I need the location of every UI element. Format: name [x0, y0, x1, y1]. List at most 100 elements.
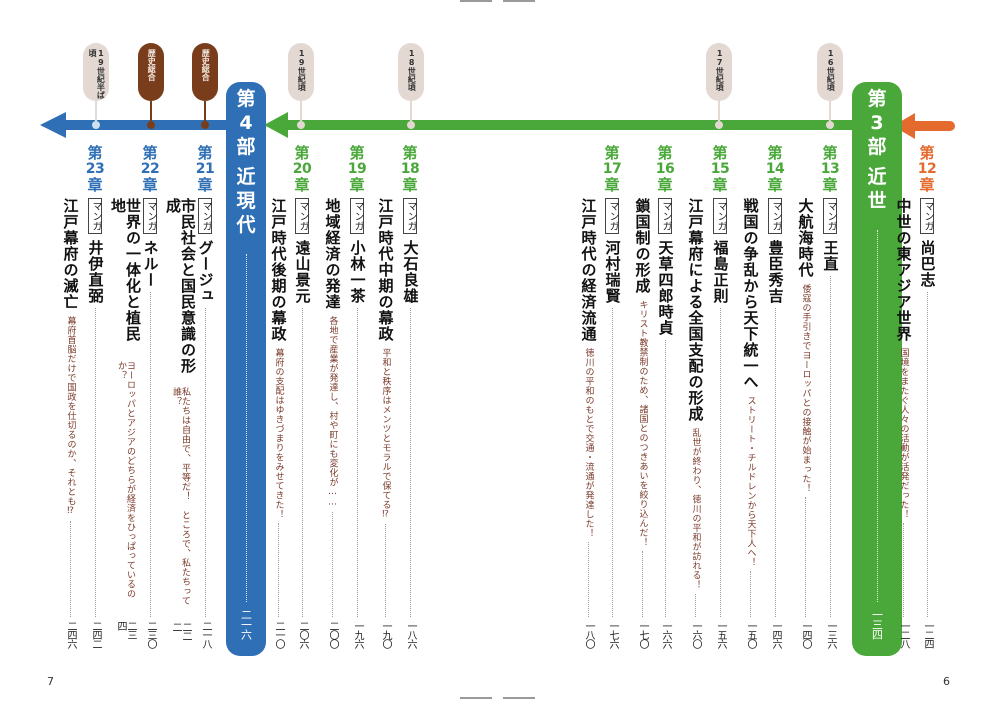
chapter-subtitle: 私たちは自由で、平等だ！ ところで、私たちって誰？ — [171, 387, 190, 606]
chapter-16-title[interactable]: 鎖国制の形成 キリスト教禁制のため、諸国とのつきあいを絞り込んだ！ 一七〇 — [631, 198, 653, 648]
chapter-subtitle: 平和と秩序はメンツとモラルで保てる⁉ — [380, 348, 391, 520]
chapter-17-manga[interactable]: マンガ 河村瑞賢 一七六 — [601, 198, 623, 648]
chapter-13-manga[interactable]: マンガ 王直 一三六 — [819, 198, 841, 648]
page-number: 一八六 — [405, 621, 416, 648]
chapter-subtitle: 各地で産業が発達し、村や町にも変化が…… — [327, 316, 338, 508]
chapter-title: 江戸時代の経済流通 — [579, 198, 598, 342]
dotted-leader — [641, 551, 643, 617]
bubble-stem — [718, 101, 720, 121]
manga-name: 井伊直弼 — [86, 240, 105, 304]
chapter-subtitle: ストリート・チルドレンから天下人へ！ — [745, 396, 756, 567]
chapter-14-title[interactable]: 戦国の争乱から天下統一へ ストリート・チルドレンから天下人へ！ 一五〇 — [739, 198, 761, 648]
manga-badge: マンガ — [403, 198, 417, 234]
chapter-12-title[interactable]: 中世の東アジア世界 国境をまたぐ人々の活動が活発だった！ 一二八 — [892, 198, 914, 648]
bubble-stem — [829, 101, 831, 121]
page-number: 二三〇 — [145, 621, 156, 648]
chapter-subtitle: 徳川の平和のもとで交通・流通が発達した！ — [583, 348, 594, 538]
chapter-21-manga[interactable]: マンガ グージュ 二一八 — [194, 198, 216, 648]
bubble-dot — [92, 121, 100, 129]
era-bubble-18c: 18世紀頃 — [398, 43, 424, 101]
chapter-12-manga[interactable]: マンガ 尚巴志 一二四 — [916, 198, 938, 648]
part4-bar[interactable]: 第 4 部 近 現 代 二一六 — [226, 82, 266, 656]
manga-name: 小林一茶 — [348, 240, 367, 304]
part3-leader — [877, 230, 878, 602]
page-number: 二一〇 — [273, 621, 284, 648]
dotted-leader — [356, 308, 358, 617]
chapter-19-title[interactable]: 地域経済の発達 各地で産業が発達し、村や町にも変化が…… 二〇〇 — [321, 198, 343, 648]
dotted-leader — [69, 520, 71, 617]
chapter-subtitle: ヨーロッパとアジアのどちらが経済をひっぱっているのか？ — [116, 361, 135, 599]
dotted-leader — [774, 308, 776, 617]
dotted-leader — [331, 512, 333, 617]
era-bubble-19c: 19世紀頃 — [288, 43, 314, 101]
chapter-title: 江戸幕府の滅亡 — [61, 198, 80, 310]
chapter-title: 世界の一体化と植民地 — [109, 198, 142, 342]
page-number: 一六六 — [660, 621, 671, 648]
chapter-15-manga[interactable]: マンガ 福島正則 一五六 — [709, 198, 731, 648]
era-bubble-17c: 17世紀頃 — [706, 43, 732, 101]
chapter-21-title[interactable]: 市民社会と国民意識の形成 私たちは自由で、平等だ！ ところで、私たちって誰？ 二… — [164, 198, 197, 648]
chapter-title: 江戸時代後期の幕政 — [269, 198, 288, 342]
page-number: 一八〇 — [583, 621, 594, 648]
chapter-23-manga[interactable]: マンガ 井伊直弼 二四二 — [84, 198, 106, 648]
bubble-dot — [201, 121, 209, 129]
chapter-19-manga[interactable]: マンガ 小林一茶 一九六 — [346, 198, 368, 648]
manga-badge: マンガ — [88, 198, 102, 234]
part4-leader — [246, 254, 247, 602]
part3-timeline — [285, 120, 855, 130]
chapter-18-title[interactable]: 江戸時代中期の幕政 平和と秩序はメンツとモラルで保てる⁉ 一九〇 — [374, 198, 396, 648]
part3-bar[interactable]: 第 3 部 近 世 一三四 — [852, 82, 902, 656]
page-number: 二四六 — [65, 621, 76, 648]
manga-badge: マンガ — [920, 198, 934, 234]
manga-badge: マンガ — [143, 198, 157, 234]
dotted-leader — [409, 308, 411, 617]
dotted-leader — [926, 292, 928, 617]
history-bubble-ch22: 歴史総合 — [138, 43, 164, 101]
crop-mark — [503, 0, 535, 2]
chapter-13-title[interactable]: 大航海時代 倭寇の手引きでヨーロッパとの接触が始まった！ 一四〇 — [794, 198, 816, 648]
part3-title: 第 3 部 近 世 — [867, 88, 887, 212]
chapter-23-title[interactable]: 江戸幕府の滅亡 幕府首脳だけで国政を仕切るのか、それとも⁉ 二四六 — [59, 198, 81, 648]
chapter-17-title[interactable]: 江戸時代の経済流通 徳川の平和のもとで交通・流通が発達した！ 一八〇 — [577, 198, 599, 648]
chapter-title: 戦国の争乱から天下統一へ — [741, 198, 760, 390]
manga-name: ネルー — [141, 240, 160, 288]
chapter-16-manga[interactable]: マンガ 天草四郎時貞 一六六 — [654, 198, 676, 648]
chapter-title: 市民社会と国民意識の形成 — [164, 198, 197, 374]
chapter-15-title[interactable]: 江戸幕府による全国支配の形成 乱世が終わり、徳川の平和が訪れる！ 一六〇 — [684, 198, 706, 648]
chapter-20-title[interactable]: 江戸時代後期の幕政 幕府の支配はゆきづまりをみせてきた！ 二一〇 — [267, 198, 289, 648]
page-number: 二〇〇 — [327, 621, 338, 648]
chapter-title: 大航海時代 — [796, 198, 815, 278]
dotted-leader — [149, 292, 151, 617]
part4-timeline-arrowhead — [40, 112, 66, 138]
chapter-22-title[interactable]: 世界の一体化と植民地 ヨーロッパとアジアのどちらが経済をひっぱっているのか？ 二… — [109, 198, 142, 648]
page-number: 二〇六 — [297, 621, 308, 648]
dotted-leader — [749, 571, 751, 617]
part3-timeline-arrowhead — [264, 112, 288, 138]
chapter-22-manga[interactable]: マンガ ネルー 二三〇 — [139, 198, 161, 648]
dotted-leader — [804, 497, 806, 617]
dotted-leader — [829, 276, 831, 617]
crop-mark — [460, 0, 492, 2]
manga-name: 大石良雄 — [401, 240, 420, 304]
chapter-subtitle: 倭寇の手引きでヨーロッパとの接触が始まった！ — [800, 284, 811, 493]
bubble-stem — [150, 101, 152, 121]
bubble-dot — [826, 121, 834, 129]
dotted-leader — [694, 593, 696, 617]
dotted-leader — [587, 542, 589, 617]
chapter-20-manga[interactable]: マンガ 遠山景元 二〇六 — [291, 198, 313, 648]
manga-badge: マンガ — [198, 198, 212, 234]
bubble-dot — [297, 121, 305, 129]
era-bubble-16c: 16世紀頃 — [817, 43, 843, 101]
chapter-14-manga[interactable]: マンガ 豊臣秀吉 一四六 — [764, 198, 786, 648]
dotted-leader — [94, 308, 96, 617]
part4-title: 第 4 部 近 現 代 — [236, 88, 256, 236]
chapter-18-manga[interactable]: マンガ 大石良雄 一八六 — [399, 198, 421, 648]
bubble-dot — [147, 121, 155, 129]
manga-badge: マンガ — [350, 198, 364, 234]
